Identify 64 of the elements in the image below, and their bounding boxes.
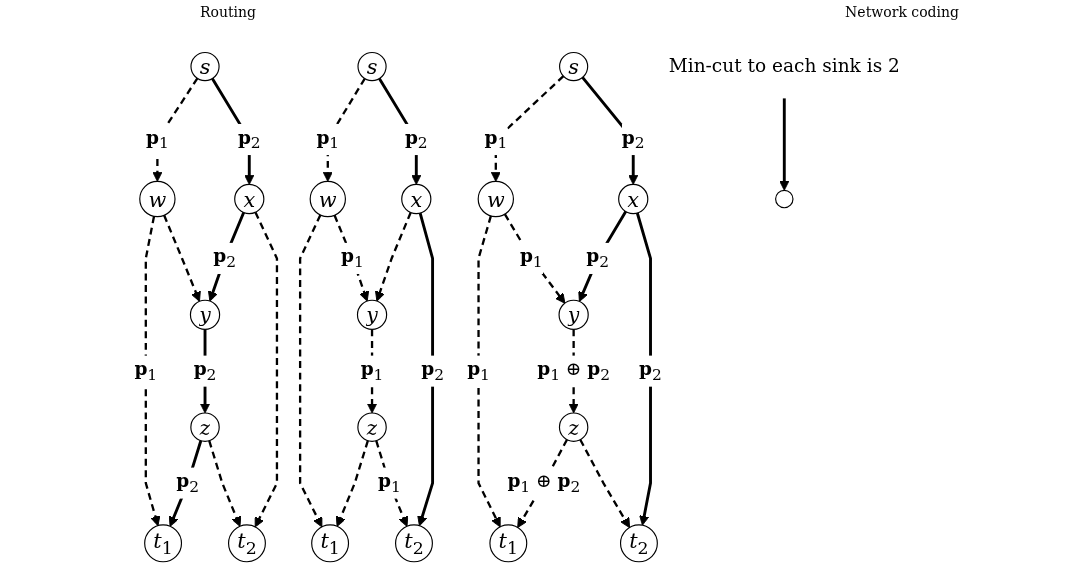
arrow [579, 439, 631, 528]
edge-label: p$_{2}$ [586, 245, 610, 271]
arrow [635, 212, 652, 526]
node-circle: x [401, 183, 432, 215]
node-circle: z [357, 412, 387, 442]
edge-label: p$_{2}$ [193, 357, 217, 384]
edge-label: p$_{2}$ [176, 469, 200, 496]
edge-label: p$_{1}$ [377, 469, 401, 496]
edge-label: p$_{1}$ [360, 357, 384, 384]
arrow [208, 211, 246, 302]
node-circle: y [356, 299, 388, 330]
arrow [163, 214, 201, 302]
node-circle: s [357, 51, 387, 82]
node-circle: t$_{2}$ [619, 524, 658, 563]
node-circle: t$_{1}$ [311, 524, 350, 563]
node-circle: s [190, 51, 220, 82]
node-circle: w [477, 180, 514, 218]
node-circle: s [559, 51, 589, 82]
node-circle: z [190, 412, 220, 442]
arrow [335, 440, 369, 527]
node-circle: y [558, 299, 589, 330]
arrow [578, 210, 627, 302]
node-circle: t$_{2}$ [395, 524, 433, 563]
edge-label: p$_{2}$ [404, 126, 428, 152]
panel-title: Routing [200, 4, 257, 22]
edge-label: p$_{1}$ [484, 126, 508, 152]
edge-label: p$_{2}$ [213, 245, 237, 271]
edge-label: p$_{2}$ [237, 126, 261, 152]
edge-label: p$_{2}$ [421, 357, 444, 384]
node-circle: x [618, 183, 649, 215]
arrow [375, 440, 409, 527]
arrow [503, 213, 566, 304]
arrow [298, 214, 323, 528]
arrow [477, 215, 501, 528]
node-circle: w [139, 180, 176, 218]
edge-label: p$_{1}$ [519, 245, 543, 271]
arrow [254, 211, 279, 528]
edge-label: p$_{2}$ [621, 126, 645, 152]
arrow [144, 216, 161, 527]
edge-label: p$_{1}$ [134, 357, 158, 384]
node-circle: x [234, 183, 265, 215]
arrow [168, 440, 203, 527]
edge-label: p$_{1}$ [316, 126, 340, 152]
edge-label: p$_{1}$ [341, 245, 364, 271]
node-circle: t$_{2}$ [228, 524, 266, 563]
node-circle: t$_{1}$ [144, 524, 183, 563]
edge-label: p$_{1}$ ⊕ p$_{2}$ [507, 469, 581, 496]
arrow [208, 440, 242, 527]
edge-label: p$_{1}$ ⊕ p$_{2}$ [537, 357, 611, 384]
node-arc [775, 189, 794, 209]
edge-label: p$_{1}$ [467, 357, 490, 384]
node-circle: y [189, 299, 221, 330]
edge-label: p$_{2}$ [639, 357, 662, 384]
arrow [417, 212, 435, 527]
node-text: Min-cut to each sink is 2 [668, 54, 900, 77]
arrow [779, 97, 790, 191]
panel-title: Network coding [845, 4, 959, 22]
node-circle: z [558, 412, 589, 442]
arrow [375, 212, 412, 302]
node-circle: w [309, 180, 346, 218]
arrow [333, 214, 370, 302]
node-circle: t$_{1}$ [489, 524, 528, 563]
edge-label: p$_{1}$ [146, 126, 169, 152]
arrow [490, 75, 565, 182]
